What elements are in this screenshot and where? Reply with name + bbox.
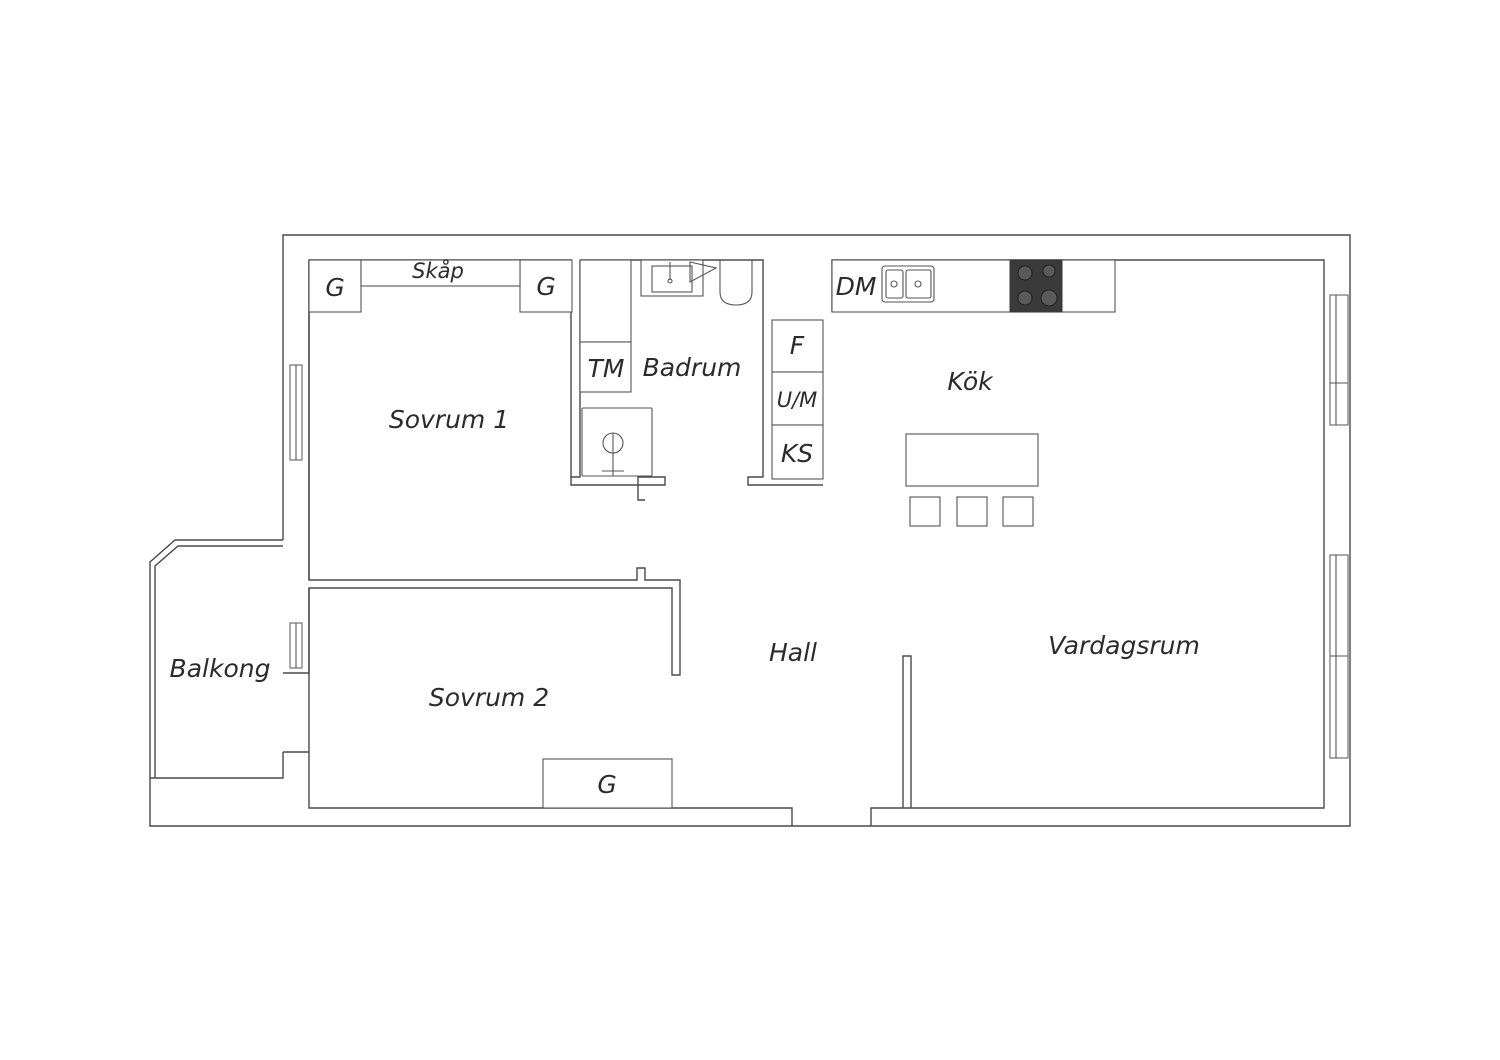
kitchen-fixtures bbox=[771, 259, 1116, 527]
label-kok: Kök bbox=[947, 367, 994, 396]
label-vardagsrum: Vardagsrum bbox=[1048, 631, 1200, 660]
label-sovrum-2: Sovrum 2 bbox=[429, 683, 549, 712]
bathroom-fixtures bbox=[579, 259, 753, 477]
outer-walls bbox=[149, 234, 1351, 827]
bedroom1-storage bbox=[308, 259, 573, 313]
label-balkong: Balkong bbox=[170, 654, 271, 683]
balcony bbox=[149, 539, 283, 778]
label-badrum: Badrum bbox=[643, 353, 742, 382]
label-garderob-2: G bbox=[536, 272, 555, 301]
label-skap: Skåp bbox=[412, 258, 464, 283]
label-um: U/M bbox=[777, 388, 818, 412]
label-ks: KS bbox=[781, 439, 813, 468]
bedroom2-storage bbox=[542, 758, 673, 809]
label-hall: Hall bbox=[769, 638, 817, 667]
label-garderob-1: G bbox=[325, 273, 344, 302]
labels: Skåp G G Sovrum 1 TM Badrum DM F U/M KS … bbox=[170, 258, 1200, 799]
windows bbox=[289, 294, 1349, 759]
label-tm: TM bbox=[588, 354, 625, 383]
label-f: F bbox=[790, 331, 805, 360]
label-garderob-3: G bbox=[597, 770, 616, 799]
label-dm: DM bbox=[836, 272, 877, 301]
label-sovrum-1: Sovrum 1 bbox=[389, 405, 509, 434]
